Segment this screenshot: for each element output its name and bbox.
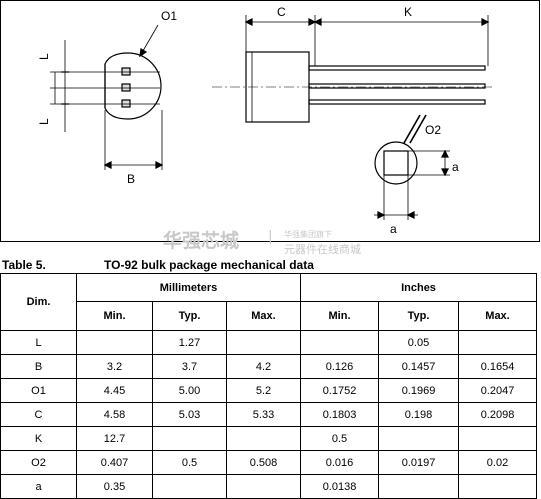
watermark-subtitle-bottom: 元器件在线商城 (284, 243, 361, 256)
dim-label-o2: O2 (425, 123, 441, 137)
header-mm-typ: Typ. (152, 301, 227, 331)
cell-dim: O2 (0, 450, 77, 475)
cell-in-max (458, 426, 538, 451)
cell-mm-typ: 1.27 (152, 330, 227, 355)
header-mm-min: Min. (76, 301, 153, 331)
cell-in-typ: 0.05 (378, 330, 460, 355)
header-inches: Inches (300, 273, 538, 302)
cell-mm-max (225, 426, 302, 451)
header-millimeters: Millimeters (75, 273, 302, 302)
cell-mm-min: 4.58 (76, 402, 153, 427)
cell-in-typ: 0.198 (378, 402, 460, 427)
cell-in-max (458, 474, 538, 499)
cell-in-max: 0.2098 (458, 402, 538, 427)
cell-in-min: 0.1803 (300, 402, 380, 427)
cell-dim: L (0, 330, 77, 355)
table-caption-number: Table 5. (2, 258, 46, 272)
cell-in-typ: 0.1969 (378, 378, 460, 403)
table-row: L 1.27 0.05 (0, 330, 538, 355)
cell-dim: C (0, 402, 77, 427)
header-in-min: Min. (300, 301, 380, 331)
front-view (50, 24, 164, 170)
dim-label-l-bottom: L (37, 118, 51, 125)
package-drawing: O1 C K L L B O2 a a (0, 0, 541, 245)
dim-label-l-top: L (37, 53, 51, 60)
cell-in-min: 0.1752 (300, 378, 380, 403)
header-in-typ: Typ. (378, 301, 460, 331)
header-in-max: Max. (458, 301, 538, 331)
header-mm-max: Max. (225, 301, 302, 331)
cell-in-max: 0.02 (458, 450, 538, 475)
table-caption: Table 5. TO-92 bulk package mechanical da… (2, 258, 314, 272)
table-row: B 3.2 3.7 4.2 0.126 0.1457 0.1654 (0, 354, 538, 379)
cell-in-min: 0.5 (300, 426, 380, 451)
cell-dim: B (0, 354, 77, 379)
table-header-row-2: Min. Typ. Max. Min. Typ. Max. (1, 301, 538, 331)
dim-label-k: K (404, 5, 412, 19)
cell-mm-max (225, 330, 302, 355)
table-caption-title: TO-92 bulk package mechanical data (104, 258, 314, 272)
cell-mm-max: 5.2 (225, 378, 302, 403)
cell-mm-min (76, 330, 153, 355)
cell-mm-typ: 0.5 (152, 450, 227, 475)
cell-in-max: 0.1654 (458, 354, 538, 379)
dim-label-a-right: a (452, 160, 459, 174)
cell-mm-min: 0.407 (76, 450, 153, 475)
mechanical-data-table: Dim. Millimeters Inches Min. Typ. Max. M… (0, 273, 538, 499)
side-view (212, 15, 495, 144)
table-row: O2 0.407 0.5 0.508 0.016 0.0197 0.02 (0, 450, 538, 475)
cell-in-max (458, 330, 538, 355)
cell-in-min: 0.126 (300, 354, 380, 379)
table-row: C 4.58 5.03 5.33 0.1803 0.198 0.2098 (0, 402, 538, 427)
dim-label-a-bottom: a (390, 222, 397, 236)
table-row: a 0.35 0.0138 (0, 474, 538, 499)
cell-mm-typ: 5.00 (152, 378, 227, 403)
cell-in-min: 0.016 (300, 450, 380, 475)
cell-mm-typ (152, 474, 227, 499)
table-header-row-1: Dim. Millimeters Inches (0, 273, 538, 331)
cell-mm-min: 0.35 (76, 474, 153, 499)
cell-mm-max: 5.33 (225, 402, 302, 427)
cell-dim: a (0, 474, 77, 499)
cell-in-min (300, 330, 380, 355)
table-row: O1 4.45 5.00 5.2 0.1752 0.1969 0.2047 (0, 378, 538, 403)
to92-outline-drawing: O1 C K L L B O2 a a (0, 0, 540, 242)
table-row: K 12.7 0.5 (0, 426, 538, 451)
cell-in-typ (378, 474, 460, 499)
cell-in-typ: 0.0197 (378, 450, 460, 475)
cell-in-typ: 0.1457 (378, 354, 460, 379)
cell-mm-typ (152, 426, 227, 451)
cell-in-typ (378, 426, 460, 451)
cell-mm-typ: 5.03 (152, 402, 227, 427)
lead-section-view (374, 141, 450, 220)
cell-mm-max: 0.508 (225, 450, 302, 475)
dim-label-c: C (277, 5, 286, 19)
cell-mm-typ: 3.7 (152, 354, 227, 379)
header-dim: Dim. (0, 273, 77, 331)
watermark-logo-text: 华强芯城 (163, 230, 240, 252)
cell-in-max: 0.2047 (458, 378, 538, 403)
drawing-frame (0, 0, 540, 242)
cell-mm-max (225, 474, 302, 499)
watermark-subtitle-top: 华强集团旗下 (284, 230, 332, 239)
cell-mm-max: 4.2 (225, 354, 302, 379)
cell-in-min: 0.0138 (300, 474, 380, 499)
cell-mm-min: 3.2 (76, 354, 153, 379)
watermark-divider: | (268, 229, 273, 245)
cell-dim: K (0, 426, 77, 451)
cell-dim: O1 (0, 378, 77, 403)
cell-mm-min: 4.45 (76, 378, 153, 403)
cell-mm-min: 12.7 (76, 426, 153, 451)
dim-label-b: B (127, 172, 135, 186)
dim-label-o1: O1 (161, 9, 177, 23)
